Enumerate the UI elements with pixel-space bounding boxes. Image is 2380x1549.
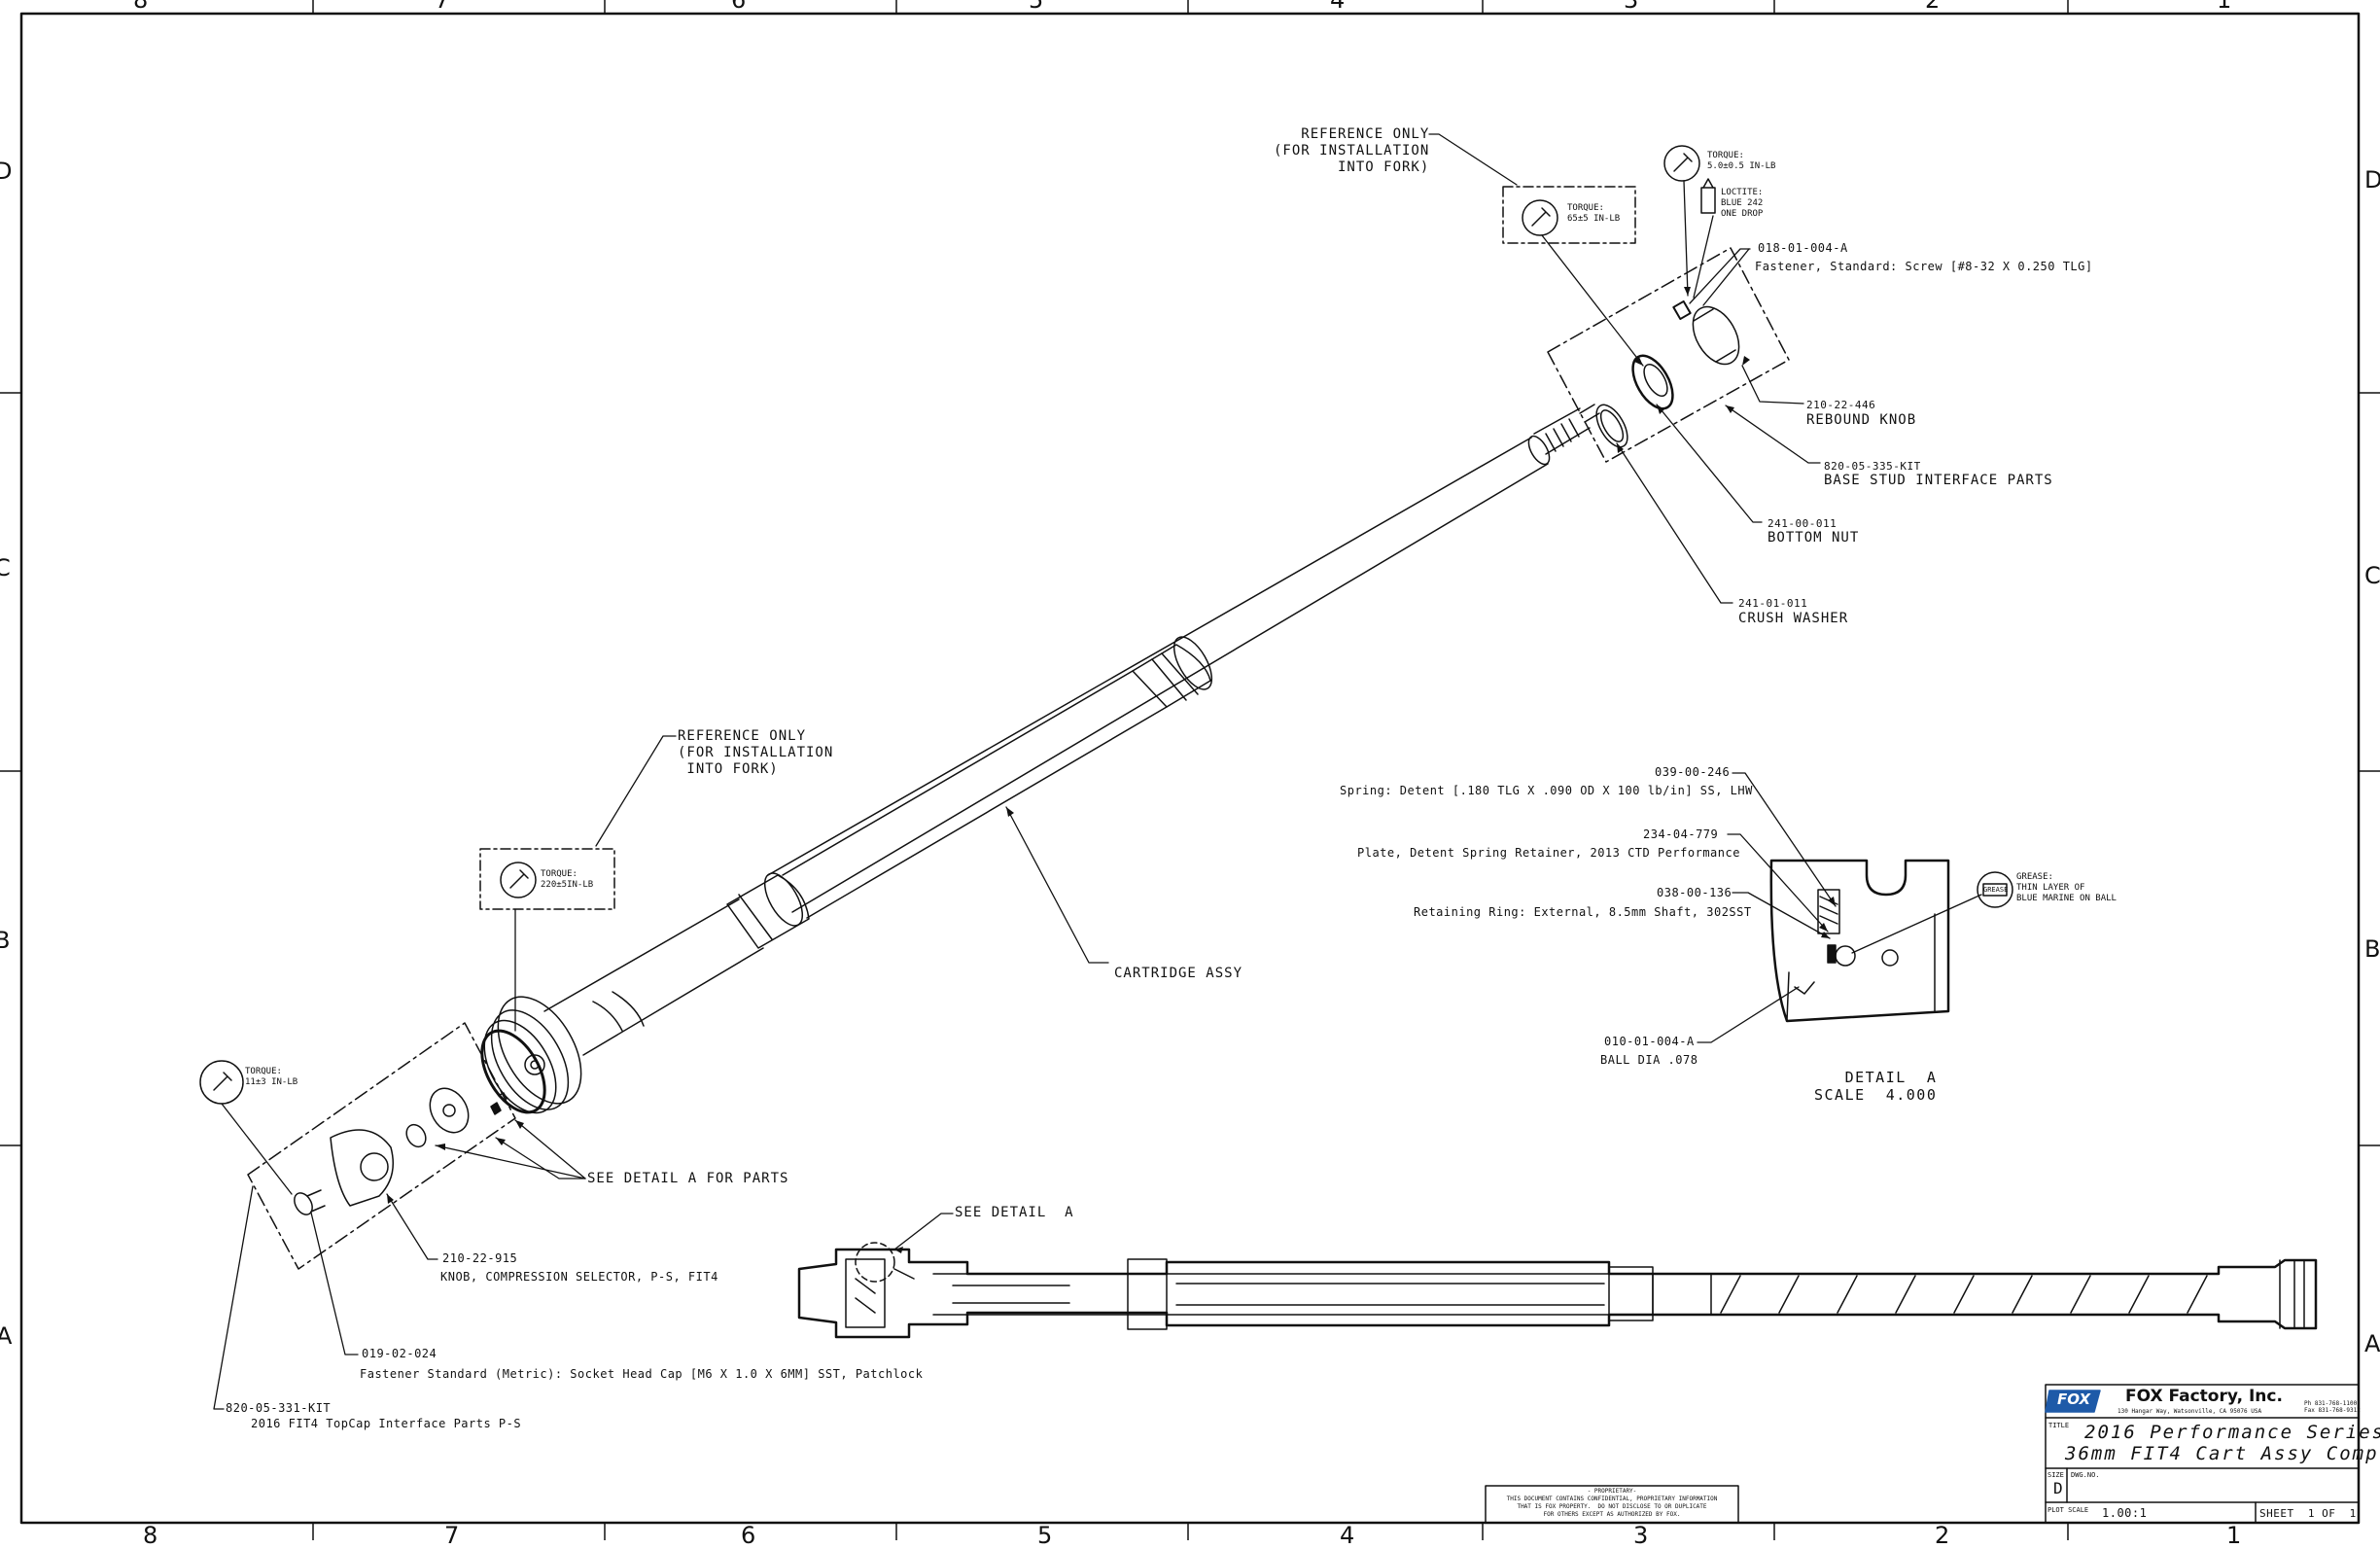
title-label: TITLE (2048, 1422, 2070, 1429)
part-number-crush-washer: 241-01-011 (1738, 597, 1808, 610)
detail-part-number-ring: 038-00-136 (1657, 886, 1732, 899)
see-detail-a: SEE DETAIL A (955, 1205, 1074, 1220)
part-desc-socket-screw: Fastener Standard (Metric): Socket Head … (360, 1367, 924, 1381)
zone-right-a: A (2364, 1330, 2380, 1357)
zone-top-6: 6 (731, 0, 747, 14)
grease-note: GREASE: THIN LAYER OF BLUE MARINE ON BAL… (2016, 872, 2117, 903)
zone-top-3: 3 (1624, 0, 1639, 14)
zone-bottom-2: 2 (1935, 1522, 1950, 1549)
proprietary-box (1485, 1485, 1739, 1524)
detail-part-desc-ball: BALL DIA .078 (1600, 1053, 1698, 1067)
detail-a-title: DETAIL A SCALE 4.000 (1814, 1069, 1938, 1104)
zone-left-b: B (0, 927, 11, 954)
part-desc-bottom-nut: BOTTOM NUT (1768, 530, 1860, 546)
topcap-exploded-parts (199, 848, 615, 1270)
cartridge-section-view (797, 1242, 2318, 1339)
detail-part-number-plate: 234-04-779 (1643, 827, 1719, 841)
torque-note-5: TORQUE: 5.0±0.5 IN-LB (1707, 151, 1776, 171)
part-number-base-stud-kit: 820-05-335-KIT (1824, 460, 1921, 473)
zone-right-c: C (2364, 562, 2380, 589)
zone-left-d: D (0, 158, 13, 185)
detail-part-desc-plate: Plate, Detent Spring Retainer, 2013 CTD … (1357, 846, 1740, 860)
part-number-screw: 018-01-004-A (1758, 241, 1848, 255)
fox-logo-text: FOX (2057, 1391, 2091, 1408)
grease-icon-label: GREASE (1983, 886, 2009, 894)
part-desc-crush-washer: CRUSH WASHER (1738, 611, 1849, 626)
leader-lines (213, 133, 1982, 1410)
torque-note-11: TORQUE: 11±3 IN-LB (245, 1067, 298, 1087)
part-number-compression-knob: 210-22-915 (442, 1251, 518, 1265)
part-desc-screw: Fastener, Standard: Screw [#8-32 X 0.250… (1755, 260, 2093, 273)
plot-scale-label: PLOT SCALE (2048, 1506, 2089, 1514)
reference-only-note-left: REFERENCE ONLY (FOR INSTALLATION INTO FO… (678, 728, 834, 777)
part-desc-base-stud-kit: BASE STUD INTERFACE PARTS (1824, 473, 2053, 488)
part-number-socket-screw: 019-02-024 (362, 1347, 438, 1360)
title-block-frame (2045, 1384, 2360, 1524)
zone-top-7: 7 (435, 0, 450, 14)
part-desc-rebound-knob: REBOUND KNOB (1806, 412, 1917, 428)
company-phone: Ph 831-768-1100 Fax 831-768-9312 (2304, 1400, 2361, 1414)
reference-only-note-top: REFERENCE ONLY (FOR INSTALLATION INTO FO… (1274, 126, 1430, 175)
drawing-title-line2: 36mm FIT4 Cart Assy Complete (2065, 1443, 2380, 1464)
detail-a-view (1769, 859, 2013, 1023)
see-detail-a-for-parts: SEE DETAIL A FOR PARTS (587, 1171, 789, 1186)
zone-bottom-6: 6 (741, 1522, 756, 1549)
zone-left-c: C (0, 554, 11, 581)
part-desc-compression-knob: KNOB, COMPRESSION SELECTOR, P-S, FIT4 (440, 1270, 718, 1284)
cartridge-assy-iso (480, 404, 1600, 1114)
detail-part-desc-spring: Spring: Detent [.180 TLG X .090 OD X 100… (1340, 784, 1753, 797)
cartridge-assy-label: CARTRIDGE ASSY (1114, 966, 1243, 981)
zone-top-8: 8 (133, 0, 149, 14)
zone-top-5: 5 (1029, 0, 1044, 14)
fox-logo (2045, 1390, 2101, 1413)
part-number-topcap-kit: 820-05-331-KIT (226, 1401, 332, 1415)
zone-bottom-7: 7 (444, 1522, 460, 1549)
torque-note-220: TORQUE: 220±5IN-LB (541, 869, 594, 890)
zone-bottom-8: 8 (143, 1522, 158, 1549)
dwg-no-label: DWG.NO. (2071, 1471, 2100, 1479)
zone-right-b: B (2364, 935, 2380, 963)
company-name: FOX Factory, Inc. (2125, 1387, 2283, 1406)
part-desc-topcap-kit: 2016 FIT4 TopCap Interface Parts P-S (251, 1417, 522, 1430)
loctite-note: LOCTITE: BLUE 242 ONE DROP (1721, 188, 1764, 219)
arrowheads (387, 287, 1836, 1253)
proprietary-notice: - PROPRIETARY- THIS DOCUMENT CONTAINS CO… (1506, 1488, 1718, 1518)
part-number-rebound-knob: 210-22-446 (1806, 399, 1876, 411)
detail-part-number-ball: 010-01-004-A (1604, 1035, 1695, 1048)
detail-part-number-spring: 039-00-246 (1655, 765, 1731, 779)
size-label: SIZE (2048, 1471, 2064, 1479)
size-value: D (2053, 1479, 2064, 1497)
detail-part-desc-ring: Retaining Ring: External, 8.5mm Shaft, 3… (1414, 905, 1752, 919)
zone-bottom-5: 5 (1037, 1522, 1053, 1549)
zone-bottom-3: 3 (1633, 1522, 1649, 1549)
rebound-exploded-parts (1502, 145, 1790, 463)
torque-note-65: TORQUE: 65±5 IN-LB (1567, 203, 1621, 224)
zone-bottom-4: 4 (1340, 1522, 1355, 1549)
zone-bottom-1: 1 (2226, 1522, 2242, 1549)
zone-top-2: 2 (1925, 0, 1941, 14)
sheet-number: SHEET 1 OF 1 (2259, 1507, 2357, 1520)
company-address: 130 Hangar Way, Watsonville, CA 95076 US… (2118, 1408, 2262, 1415)
drawing-title-line1: 2016 Performance Series (2084, 1422, 2380, 1443)
zone-top-1: 1 (2217, 0, 2232, 14)
zone-right-d: D (2364, 166, 2380, 194)
plot-scale-value: 1.00:1 (2102, 1506, 2148, 1520)
zone-left-a: A (0, 1322, 13, 1350)
part-number-bottom-nut: 241-00-011 (1768, 517, 1838, 530)
zone-top-4: 4 (1330, 0, 1346, 14)
